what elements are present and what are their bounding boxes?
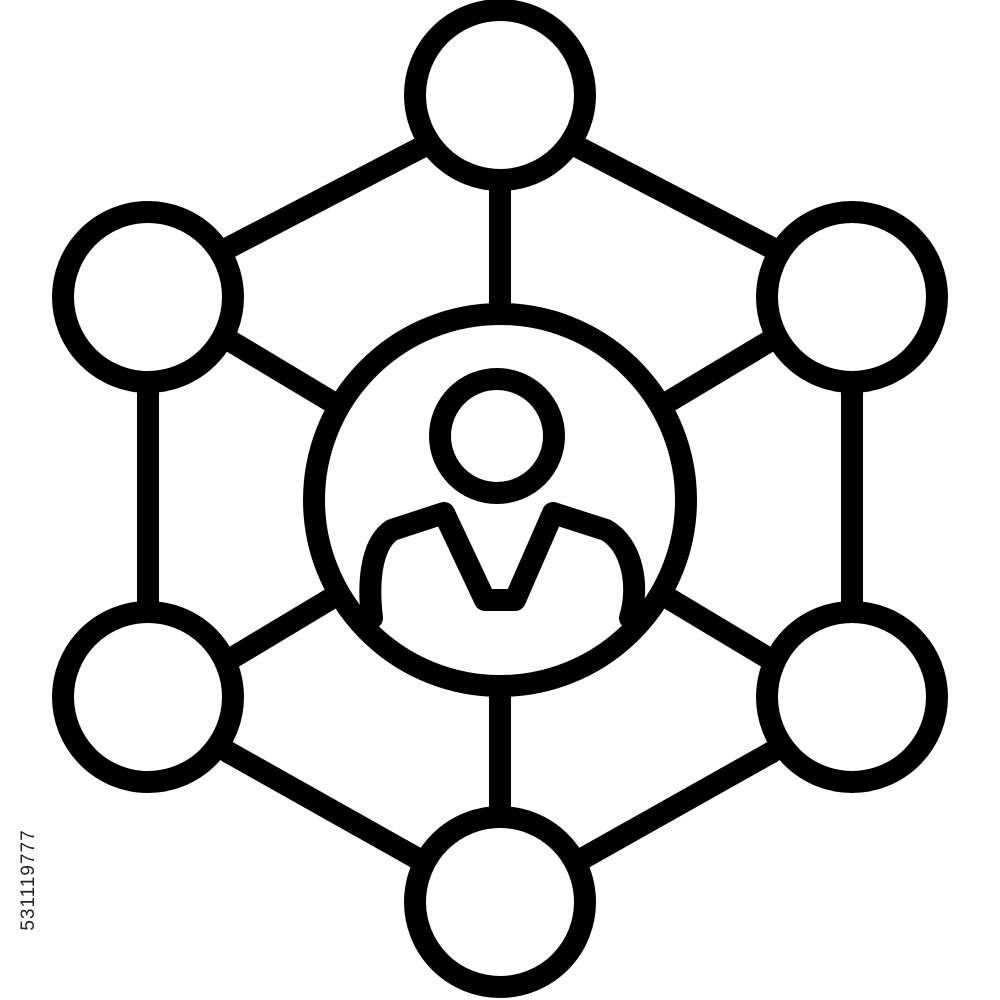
node-upper-left	[52, 201, 244, 393]
node-bottom	[404, 806, 596, 998]
spoke-lowerleft	[221, 587, 343, 669]
user-body-icon	[359, 502, 646, 629]
central-user-node	[303, 303, 697, 697]
stock-id-watermark: 531119777	[14, 775, 44, 985]
node-lower-left	[52, 601, 244, 793]
link-lowerright-bottom	[569, 741, 783, 871]
node-lower-right	[756, 601, 948, 793]
spoke-upperright	[657, 331, 779, 413]
node-upper-right	[756, 201, 948, 393]
spoke-upperleft	[221, 331, 343, 413]
spoke-lowerright	[657, 587, 779, 669]
network-links	[137, 135, 863, 871]
node-top	[404, 0, 596, 191]
link-top-upperright	[565, 135, 783, 259]
network-nodes	[52, 0, 948, 998]
stock-id-text: 531119777	[18, 829, 39, 931]
link-upperleft-top	[217, 135, 435, 259]
link-bottom-lowerleft	[217, 741, 431, 871]
center-circle	[303, 303, 697, 697]
user-head-icon	[429, 368, 565, 504]
